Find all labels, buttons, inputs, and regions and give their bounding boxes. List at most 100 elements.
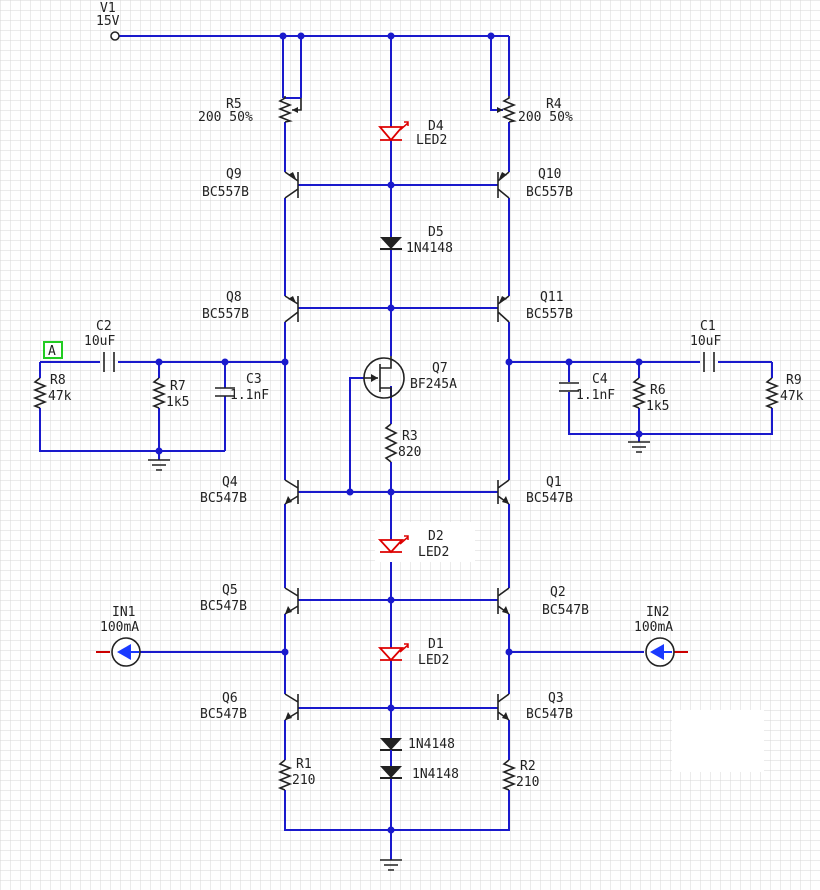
r8-value: 47k: [48, 389, 72, 404]
q3-name: Q3: [548, 691, 564, 706]
r1-value: 210: [292, 773, 315, 788]
supply-value: 15V: [96, 14, 120, 29]
probe-label: A: [48, 344, 56, 359]
jfet-q7[interactable]: Q7 BF245A: [363, 356, 457, 399]
in2-value: 100mA: [634, 620, 673, 635]
q11-value: BC557B: [526, 307, 573, 322]
transistor-q10[interactable]: Q10 BC557B: [497, 167, 573, 200]
resistor-r8[interactable]: R8 47k: [32, 373, 72, 409]
resistor-r6[interactable]: R6 1k5: [631, 377, 669, 414]
r6-name: R6: [650, 383, 666, 398]
c1-value: 10uF: [690, 334, 721, 349]
wires: [39, 35, 773, 860]
transistor-q2[interactable]: Q2 BC547B: [497, 585, 589, 618]
led-d1[interactable]: D1 LED2: [377, 637, 449, 668]
potentiometer-r4[interactable]: R4 200 50%: [497, 96, 573, 125]
d1-name: D1: [428, 637, 444, 652]
capacitor-c1[interactable]: C1 10uF: [690, 319, 721, 372]
d2-name: D2: [428, 529, 444, 544]
r9-value: 47k: [780, 389, 804, 404]
d5-value: 1N4148: [406, 241, 453, 256]
diode-d5[interactable]: D5 1N4148: [380, 225, 453, 256]
d5-name: D5: [428, 225, 444, 240]
r2-value: 210: [516, 775, 539, 790]
c3-value: 1.1nF: [230, 388, 269, 403]
q2-name: Q2: [550, 585, 566, 600]
q9-value: BC557B: [202, 185, 249, 200]
c1-name: C1: [700, 319, 716, 334]
r7-name: R7: [170, 379, 186, 394]
transistor-q5[interactable]: Q5 BC547B: [200, 583, 299, 615]
q4-name: Q4: [222, 475, 238, 490]
c3-name: C3: [246, 372, 262, 387]
resistor-r1[interactable]: R1 210: [277, 757, 315, 791]
r8-name: R8: [50, 373, 66, 388]
resistor-r9[interactable]: R9 47k: [764, 373, 804, 409]
led-d4[interactable]: D4 LED2: [378, 119, 447, 148]
capacitor-c4[interactable]: C4 1.1nF: [559, 372, 615, 403]
r9-name: R9: [786, 373, 802, 388]
in1-value: 100mA: [100, 620, 139, 635]
led-d2[interactable]: D2 LED2: [375, 522, 475, 562]
r2-name: R2: [520, 759, 536, 774]
transistor-q8[interactable]: Q8 BC557B: [202, 290, 299, 323]
capacitor-c3[interactable]: C3 1.1nF: [215, 372, 269, 403]
current-source-in1[interactable]: IN1 100mA: [100, 605, 141, 667]
transistor-q1[interactable]: Q1 BC547B: [497, 475, 573, 506]
q11-name: Q11: [540, 290, 563, 305]
diode-d6[interactable]: 1N4148: [380, 737, 455, 766]
q9-name: Q9: [226, 167, 242, 182]
q2-value: BC547B: [542, 603, 589, 618]
r5-value: 200 50%: [198, 110, 253, 125]
r3-name: R3: [402, 429, 418, 444]
transistor-q6[interactable]: Q6 BC547B: [200, 691, 299, 722]
transistor-q3[interactable]: Q3 BC547B: [497, 691, 573, 722]
capacitor-c2[interactable]: C2 10uF: [84, 319, 115, 372]
r3-value: 820: [398, 445, 421, 460]
ground-symbol-left: [148, 459, 170, 471]
r7-value: 1k5: [166, 395, 189, 410]
q7-name: Q7: [432, 361, 448, 376]
probe-marker[interactable]: A: [43, 341, 63, 359]
q1-name: Q1: [546, 475, 562, 490]
potentiometer-r5[interactable]: R5 200 50%: [198, 96, 302, 125]
q6-value: BC547B: [200, 707, 247, 722]
transistor-q9[interactable]: Q9 BC557B: [202, 167, 299, 200]
resistor-r3[interactable]: R3 820: [384, 423, 421, 463]
q8-name: Q8: [226, 290, 242, 305]
c2-value: 10uF: [84, 334, 115, 349]
transistor-q4[interactable]: Q4 BC547B: [200, 475, 299, 506]
q5-value: BC547B: [200, 599, 247, 614]
q10-value: BC557B: [526, 185, 573, 200]
diode-d7[interactable]: 1N4148: [380, 766, 459, 782]
c4-value: 1.1nF: [576, 388, 615, 403]
d7-value: 1N4148: [412, 767, 459, 782]
q7-value: BF245A: [410, 377, 457, 392]
d2-value: LED2: [418, 545, 449, 560]
r4-value: 200 50%: [518, 110, 573, 125]
c2-name: C2: [96, 319, 112, 334]
d4-value: LED2: [416, 133, 447, 148]
transistor-q11[interactable]: Q11 BC557B: [497, 290, 573, 323]
resistor-r2[interactable]: R2 210: [501, 759, 539, 791]
d6-value: 1N4148: [408, 737, 455, 752]
current-source-in2[interactable]: IN2 100mA: [634, 605, 675, 667]
junction-dots: [155, 32, 643, 834]
r5-name: R5: [226, 97, 242, 112]
resistor-r7[interactable]: R7 1k5: [151, 377, 189, 410]
in2-name: IN2: [646, 605, 669, 620]
ground-symbol-right: [628, 441, 650, 453]
blank-region: [672, 710, 764, 772]
q3-value: BC547B: [526, 707, 573, 722]
r4-name: R4: [546, 97, 562, 112]
q8-value: BC557B: [202, 307, 249, 322]
c4-name: C4: [592, 372, 608, 387]
ground-symbol-bottom: [380, 859, 402, 871]
r6-value: 1k5: [646, 399, 669, 414]
r1-name: R1: [296, 757, 312, 772]
q10-name: Q10: [538, 167, 561, 182]
d4-name: D4: [428, 119, 444, 134]
supply-terminal[interactable]: V1 15V: [96, 1, 120, 41]
in1-name: IN1: [112, 605, 135, 620]
